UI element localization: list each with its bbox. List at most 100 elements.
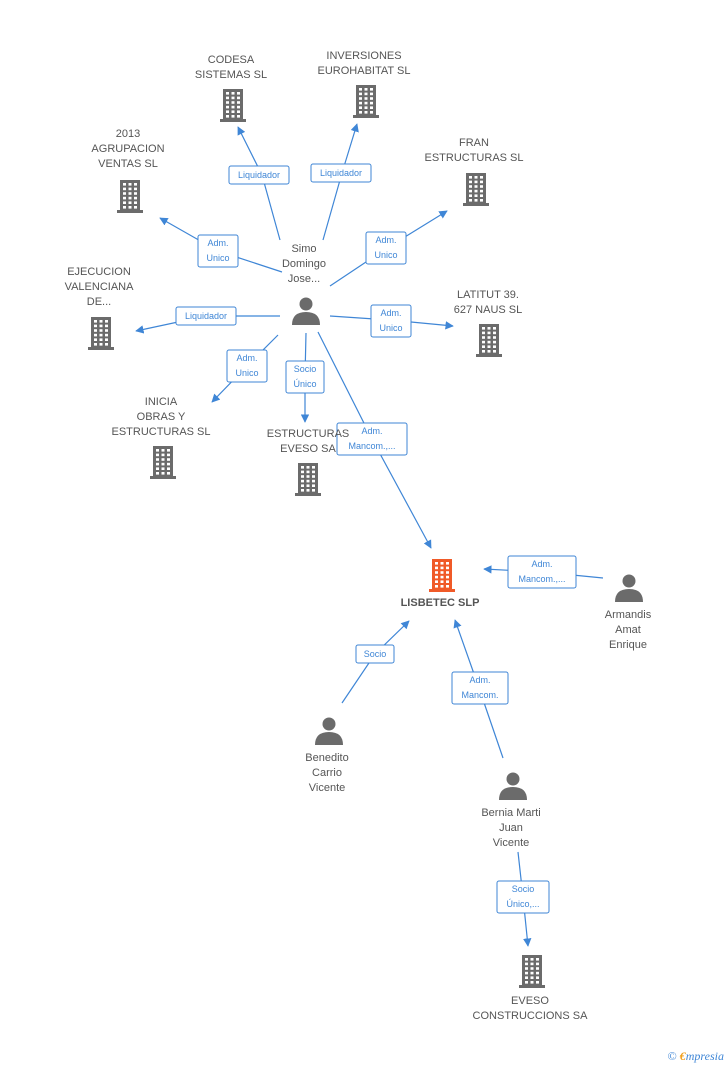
relation-label-bernia_eveso[interactable]: SocioÚnico,... (496, 880, 550, 914)
empresia-brand[interactable]: ©€mpresia (668, 1049, 724, 1064)
building-window (231, 101, 235, 104)
building-window (370, 88, 373, 91)
person-head (322, 717, 336, 731)
relation-label-inversiones[interactable]: Liquidador (310, 163, 372, 183)
building-window (226, 115, 229, 118)
company-icon (519, 955, 545, 988)
building-window (99, 343, 103, 346)
building-window (435, 575, 438, 579)
relation-label-ejecucion[interactable]: Liquidador (175, 306, 237, 326)
building-window (435, 566, 438, 570)
company-icon (476, 324, 502, 357)
building-window (167, 453, 170, 457)
building-window (482, 336, 485, 339)
building-base (295, 493, 321, 496)
relation-label-inicia[interactable]: Adm.Unico (226, 349, 268, 383)
person-body (292, 312, 320, 325)
building-window (370, 97, 373, 100)
building-window (105, 320, 108, 323)
relation-text: Unico (235, 368, 258, 378)
node-latitut[interactable]: LATITUT 39.627 NAUS SL (454, 289, 522, 357)
relation-label-latitut[interactable]: Adm.Unico (370, 304, 412, 338)
building-window (306, 484, 310, 487)
building-window (105, 324, 108, 328)
building-window (480, 180, 483, 184)
building-window (446, 575, 449, 579)
building-window (469, 189, 472, 193)
relation-box (310, 163, 372, 183)
node-label: EVESO (511, 995, 549, 1007)
building-window (493, 345, 496, 348)
building-window (446, 580, 449, 583)
person-body (615, 589, 643, 602)
building-base (117, 210, 143, 213)
building-window (161, 449, 165, 452)
node-lisbetec[interactable]: LISBETEC SLP (401, 559, 480, 609)
building-window (359, 92, 362, 96)
building-window (167, 462, 170, 466)
building-window (474, 176, 478, 179)
building-window (530, 981, 534, 984)
building-window (231, 92, 235, 95)
building-window (134, 187, 137, 191)
building-window (231, 105, 235, 109)
relation-box (336, 422, 408, 456)
building-window (446, 585, 449, 588)
building-window (312, 466, 315, 469)
building-window (525, 962, 528, 966)
building-window (167, 449, 170, 452)
relation-label-agrupacion[interactable]: Adm.Unico (197, 234, 239, 268)
building-window (440, 571, 444, 574)
relation-label-benedito_lisbetec[interactable]: Socio (355, 644, 395, 664)
node-simo[interactable]: SimoDomingoJose... (282, 243, 326, 325)
node-label: EVESO SA (280, 443, 336, 455)
node-estructuras_eveso[interactable]: ESTRUCTURAS EVESO SA (267, 428, 350, 496)
building-window (306, 475, 310, 478)
building-window (312, 470, 315, 474)
node-ejecucion[interactable]: EJECUCIONVALENCIANADE... (65, 266, 135, 350)
node-label: CODESA (208, 54, 255, 66)
building-window (105, 329, 108, 332)
relation-label-simo_lisbetec[interactable]: Adm.Mancom.,... (336, 422, 408, 456)
building-window (105, 333, 108, 337)
building-base (519, 985, 545, 988)
relation-text: Adm. (469, 675, 490, 685)
building-window (359, 106, 362, 109)
node-label: AGRUPACION (91, 143, 164, 155)
relation-text: Mancom. (461, 690, 498, 700)
node-label: OBRAS Y (137, 411, 186, 423)
node-label: ESTRUCTURAS (267, 428, 350, 440)
building-window (487, 331, 491, 335)
building-window (480, 194, 483, 197)
relation-box (228, 165, 290, 185)
node-label: EJECUCION (67, 266, 131, 278)
person-icon (499, 772, 527, 800)
building-base (150, 476, 176, 479)
relation-label-fran[interactable]: Adm.Unico (365, 231, 407, 265)
building-window (301, 489, 304, 492)
building-window (156, 449, 159, 452)
building-window (128, 201, 132, 204)
building-window (487, 350, 491, 353)
building-window (469, 180, 472, 184)
building-window (474, 185, 478, 188)
building-window (525, 976, 528, 979)
building-window (435, 562, 438, 565)
node-label: LISBETEC SLP (401, 597, 480, 609)
node-label: Bernia Marti (481, 807, 540, 819)
relation-label-armandis_lisbetec[interactable]: Adm.Mancom.,... (507, 555, 577, 589)
relation-label-bernia_lisbetec[interactable]: Adm. Mancom. (451, 671, 509, 705)
company-icon (220, 89, 246, 122)
relation-label-codesa[interactable]: Liquidador (228, 165, 290, 185)
node-label: VALENCIANA (65, 281, 135, 293)
